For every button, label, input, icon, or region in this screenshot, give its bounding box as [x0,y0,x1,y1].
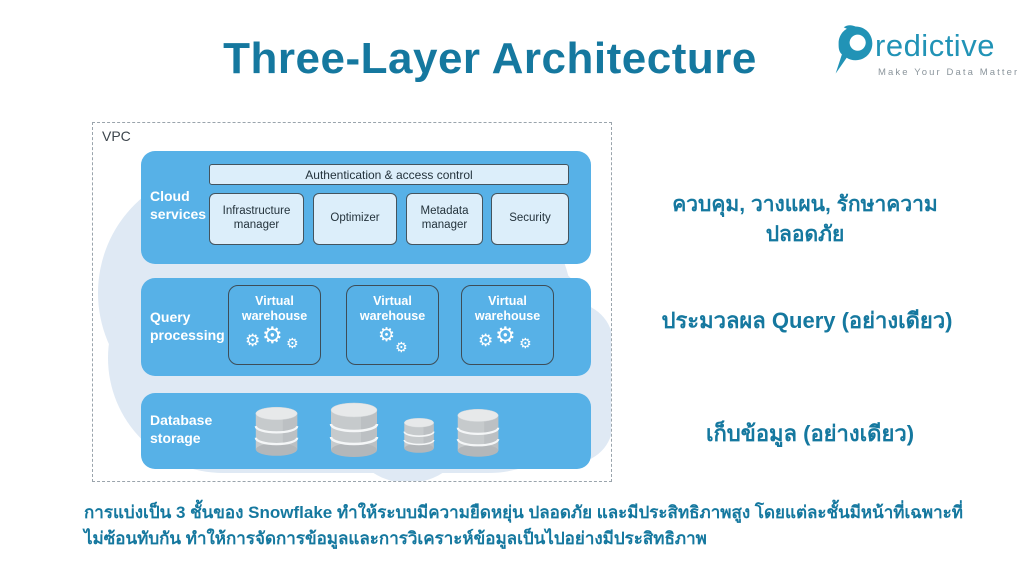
cloud-services-label: Cloud services [150,188,207,223]
gear-cluster: ⚙ ⚙ ⚙ [462,324,553,362]
layer-cloud-services: Cloud services Authentication & access c… [141,151,591,264]
query-processing-label: Query processing [150,309,225,344]
vpc-boundary: VPC Cloud services Authentication & acce… [92,122,612,482]
database-cylinder-icon [329,402,379,457]
brand-tagline: Make Your Data Matter [878,67,1020,78]
virtual-warehouse-label: Virtual warehouse [474,294,541,323]
optimizer-box: Optimizer [313,193,397,245]
vpc-label: VPC [102,128,131,144]
brand-text: redictive [875,28,995,63]
gear-icon: ⚙ [286,335,299,351]
gear-cluster: ⚙ ⚙ [347,324,438,362]
gear-icon: ⚙ [519,335,532,351]
database-cylinder-icon [456,409,500,457]
predictive-logo: redictive Make Your Data Matter [832,20,1022,86]
predictive-logo-icon [835,25,873,74]
gear-icon: ⚙ [378,325,396,346]
gear-icon: ⚙ [262,322,283,348]
annotation-query-processing: ประมวลผล Query (อย่างเดียว) [661,308,953,333]
auth-access-control-bar: Authentication & access control [209,164,569,185]
database-cylinder-icon [254,406,299,456]
virtual-warehouse-box: Virtual warehouse ⚙ ⚙ ⚙ [228,285,321,365]
virtual-warehouse-label: Virtual warehouse [241,294,308,323]
layer-database-storage: Database storage [141,393,591,469]
database-cylinder-icon [403,418,435,453]
infrastructure-manager-box: Infrastructure manager [209,193,304,245]
database-storage-label: Database storage [150,412,213,447]
virtual-warehouse-box: Virtual warehouse ⚙ ⚙ [346,285,439,365]
security-box: Security [491,193,569,245]
metadata-manager-box: Metadata manager [406,193,483,245]
page-title: Three-Layer Architecture [223,34,757,83]
annotation-database-storage: เก็บข้อมูล (อย่างเดียว) [705,421,915,446]
virtual-warehouse-box: Virtual warehouse ⚙ ⚙ ⚙ [461,285,554,365]
gear-icon: ⚙ [245,331,261,350]
footer-description: การแบ่งเป็น 3 ชั้นของ Snowflake ทำให้ระบ… [84,503,963,549]
layer-query-processing: Query processing Virtual warehouse ⚙ ⚙ ⚙… [141,278,591,376]
virtual-warehouse-label: Virtual warehouse [359,294,426,323]
gear-cluster: ⚙ ⚙ ⚙ [229,324,320,362]
gear-icon: ⚙ [478,331,494,350]
annotation-cloud-services: ควบคุม, วางแผน, รักษาความ ปลอดภัย [672,193,938,247]
gear-icon: ⚙ [395,339,408,355]
gear-icon: ⚙ [495,322,516,348]
